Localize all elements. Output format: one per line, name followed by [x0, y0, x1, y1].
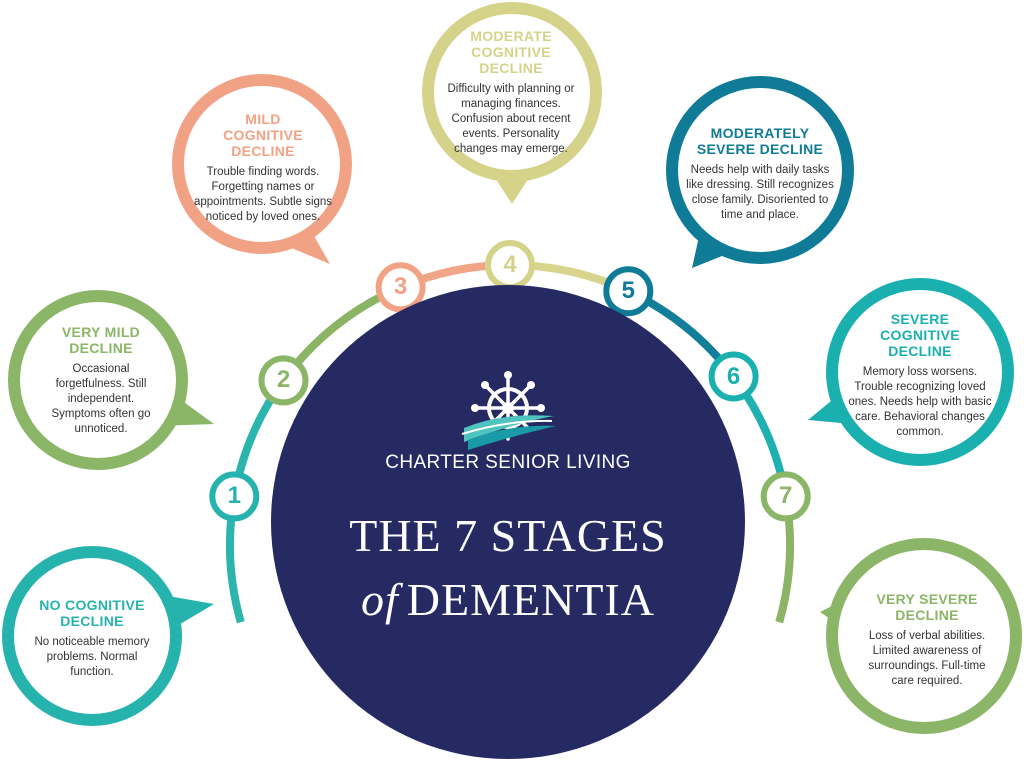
center-circle [271, 285, 745, 759]
title-of-word: of [361, 574, 399, 625]
stage-7-bubble [820, 538, 1022, 734]
stage-2-bubble [8, 290, 214, 470]
ship-wheel-icon [461, 371, 556, 450]
stage-3-bubble [172, 74, 352, 264]
stage-7-title: VERY SEVERE DECLINE [876, 591, 978, 623]
stage-1-bubble [2, 546, 214, 726]
stage-5-bubble [666, 76, 854, 268]
stage-6-title: SEVERE COGNITIVE DECLINE [880, 310, 960, 359]
stage-5-number: 5 [621, 277, 635, 305]
stage-7-card: VERY SEVERE DECLINE Loss of verbal abili… [852, 588, 1002, 692]
stage-2-description: Occasional forgetfulness. Still independ… [51, 362, 151, 435]
stage-6-marker [708, 351, 759, 402]
stage-2-number: 2 [276, 366, 291, 394]
stage-4-bubble [422, 2, 602, 204]
bubble-ring [826, 278, 1014, 466]
stage-4-card: MODERATE COGNITIVE DECLINE Difficulty wi… [438, 20, 584, 164]
stage-7-number: 7 [779, 482, 793, 510]
stage-5-description: Needs help with daily tasks like dressin… [686, 164, 834, 221]
stage-5-card: MODERATELY SEVERE DECLINE Needs help wit… [682, 112, 838, 236]
stage-1-marker [209, 471, 260, 522]
stage-1-number: 1 [227, 482, 241, 510]
stage-4-title: MODERATE COGNITIVE DECLINE [470, 27, 552, 76]
stage-2-marker [258, 355, 309, 406]
stage-6-description: Memory loss worsens. Trouble recognizing… [848, 365, 992, 438]
main-title-line-1: THE 7 STAGES [349, 510, 667, 561]
stage-2-title: VERY MILD DECLINE [61, 323, 141, 356]
bubble-ring [826, 538, 1022, 734]
stage-5-title: MODERATELY SEVERE DECLINE [696, 125, 824, 157]
bubble-ring [8, 290, 188, 470]
stage-5-marker [603, 266, 654, 317]
bubble-ring [2, 546, 182, 726]
bubble-ring [172, 74, 352, 254]
stage-6-card: SEVERE COGNITIVE DECLINE Memory loss wor… [842, 300, 998, 450]
stage-3-card: MILD COGNITIVE DECLINE Trouble finding w… [190, 104, 336, 232]
stage-bubbles [2, 2, 1022, 734]
stage-4-description: Difficulty with planning or managing fin… [447, 82, 575, 155]
stage-1-card: NO COGNITIVE DECLINE No noticeable memor… [24, 578, 160, 698]
stage-3-marker [375, 262, 426, 313]
stage-3-number: 3 [393, 273, 408, 301]
brand-name: CHARTER SENIOR LIVING [385, 452, 631, 473]
title-dementia-word: DEMENTIA [406, 574, 655, 625]
stage-2-card: VERY MILD DECLINE Occasional forgetfulne… [34, 318, 168, 442]
stage-6-bubble [808, 278, 1014, 466]
bubble-ring [666, 76, 854, 264]
stage-7-description: Loss of verbal abilities. Limited awaren… [868, 630, 986, 687]
stage-4-number: 4 [503, 251, 517, 278]
bubble-tail [282, 222, 330, 264]
stage-1-description: No noticeable memory problems. Normal fu… [34, 635, 150, 678]
bubble-ring [422, 2, 602, 182]
stage-6-number: 6 [726, 362, 741, 390]
stage-3-description: Trouble finding words. Forgetting names … [193, 166, 333, 223]
progress-arc [209, 240, 811, 624]
stage-1-title: NO COGNITIVE DECLINE [39, 596, 145, 629]
stage-3-title: MILD COGNITIVE DECLINE [223, 111, 303, 159]
stage-7-marker [760, 471, 811, 522]
